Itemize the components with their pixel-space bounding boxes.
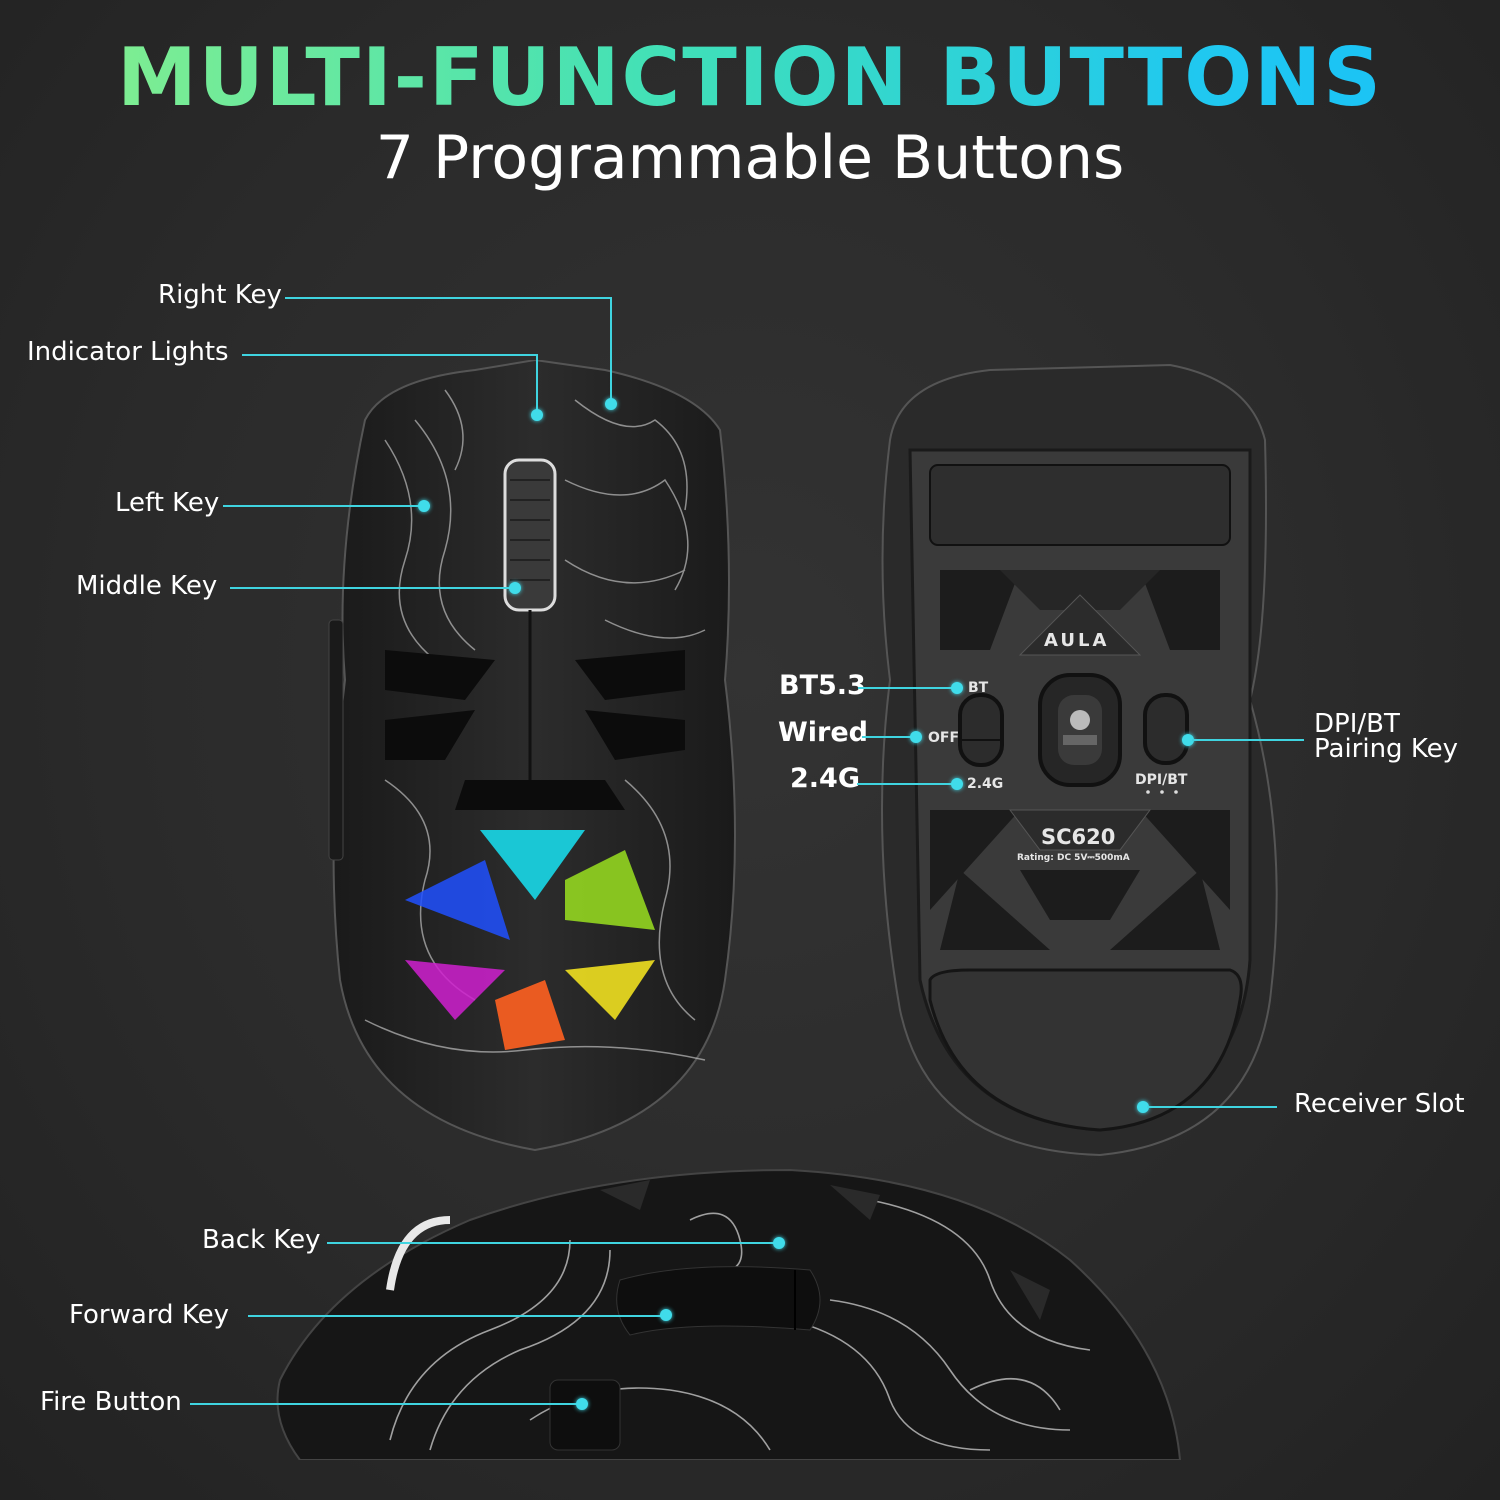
middle-key-marker[interactable] bbox=[509, 582, 521, 594]
power-rating: Rating: DC 5V⎓500mA bbox=[1017, 853, 1130, 863]
dpi-bt-pairing-callout-line bbox=[1192, 739, 1304, 741]
middle-key-label: Middle Key bbox=[76, 571, 218, 601]
dpi-bt-pairing-label-line2: Pairing Key bbox=[1314, 734, 1458, 764]
wired-label: Wired bbox=[778, 717, 868, 748]
indicator-lights-label: Indicator Lights bbox=[27, 337, 229, 367]
back-key-callout-line bbox=[327, 1242, 777, 1244]
forward-key-marker[interactable] bbox=[660, 1309, 672, 1321]
wired-marker[interactable] bbox=[910, 731, 922, 743]
page-title: MULTI-FUNCTION BUTTONS bbox=[0, 30, 1500, 126]
fire-button-marker[interactable] bbox=[576, 1398, 588, 1410]
right-key-callout-line bbox=[610, 297, 612, 403]
dpi-bt-pairing-marker[interactable] bbox=[1182, 734, 1194, 746]
aula-brand-logo: AULA bbox=[1044, 630, 1110, 651]
receiver-slot-marker[interactable] bbox=[1137, 1101, 1149, 1113]
forward-key-callout-line bbox=[248, 1315, 664, 1317]
mouse-side-view-image bbox=[276, 1168, 1182, 1460]
switch-mark-off: OFF bbox=[928, 730, 960, 746]
bt53-marker[interactable] bbox=[951, 682, 963, 694]
24g-label: 2.4G bbox=[790, 763, 860, 794]
fire-button-callout-line bbox=[190, 1403, 580, 1405]
bt53-callout-line bbox=[858, 687, 958, 689]
model-number: SC620 bbox=[1041, 825, 1116, 849]
indicator-lights-marker[interactable] bbox=[531, 409, 543, 421]
wired-callout-line bbox=[862, 736, 916, 738]
left-key-label: Left Key bbox=[115, 488, 220, 518]
bt53-label: BT5.3 bbox=[779, 670, 866, 701]
dpi-bt-pairing-label-line1: DPI/BT bbox=[1314, 709, 1400, 739]
right-key-label: Right Key bbox=[158, 280, 282, 310]
right-key-marker[interactable] bbox=[605, 398, 617, 410]
mouse-bottom-view-image bbox=[881, 363, 1278, 1157]
dpi-bt-button-mark: DPI/BT bbox=[1135, 772, 1188, 788]
indicator-lights-callout-line bbox=[536, 354, 538, 414]
switch-mark-24g: 2.4G bbox=[967, 776, 1004, 792]
back-key-marker[interactable] bbox=[773, 1237, 785, 1249]
24g-marker[interactable] bbox=[951, 778, 963, 790]
receiver-slot-label: Receiver Slot bbox=[1294, 1089, 1465, 1119]
fire-button-label: Fire Button bbox=[40, 1387, 182, 1417]
back-key-label: Back Key bbox=[202, 1225, 321, 1255]
page-subtitle: 7 Programmable Buttons bbox=[375, 123, 1125, 193]
mouse-top-view-image bbox=[328, 360, 736, 1152]
forward-key-label: Forward Key bbox=[69, 1300, 229, 1330]
right-key-callout-line bbox=[285, 297, 612, 299]
switch-mark-bt: BT bbox=[968, 680, 989, 696]
left-key-marker[interactable] bbox=[418, 500, 430, 512]
left-key-callout-line bbox=[223, 505, 423, 507]
middle-key-callout-line bbox=[230, 587, 514, 589]
indicator-lights-callout-line bbox=[242, 354, 538, 356]
receiver-slot-callout-line bbox=[1147, 1106, 1277, 1108]
24g-callout-line bbox=[857, 783, 957, 785]
